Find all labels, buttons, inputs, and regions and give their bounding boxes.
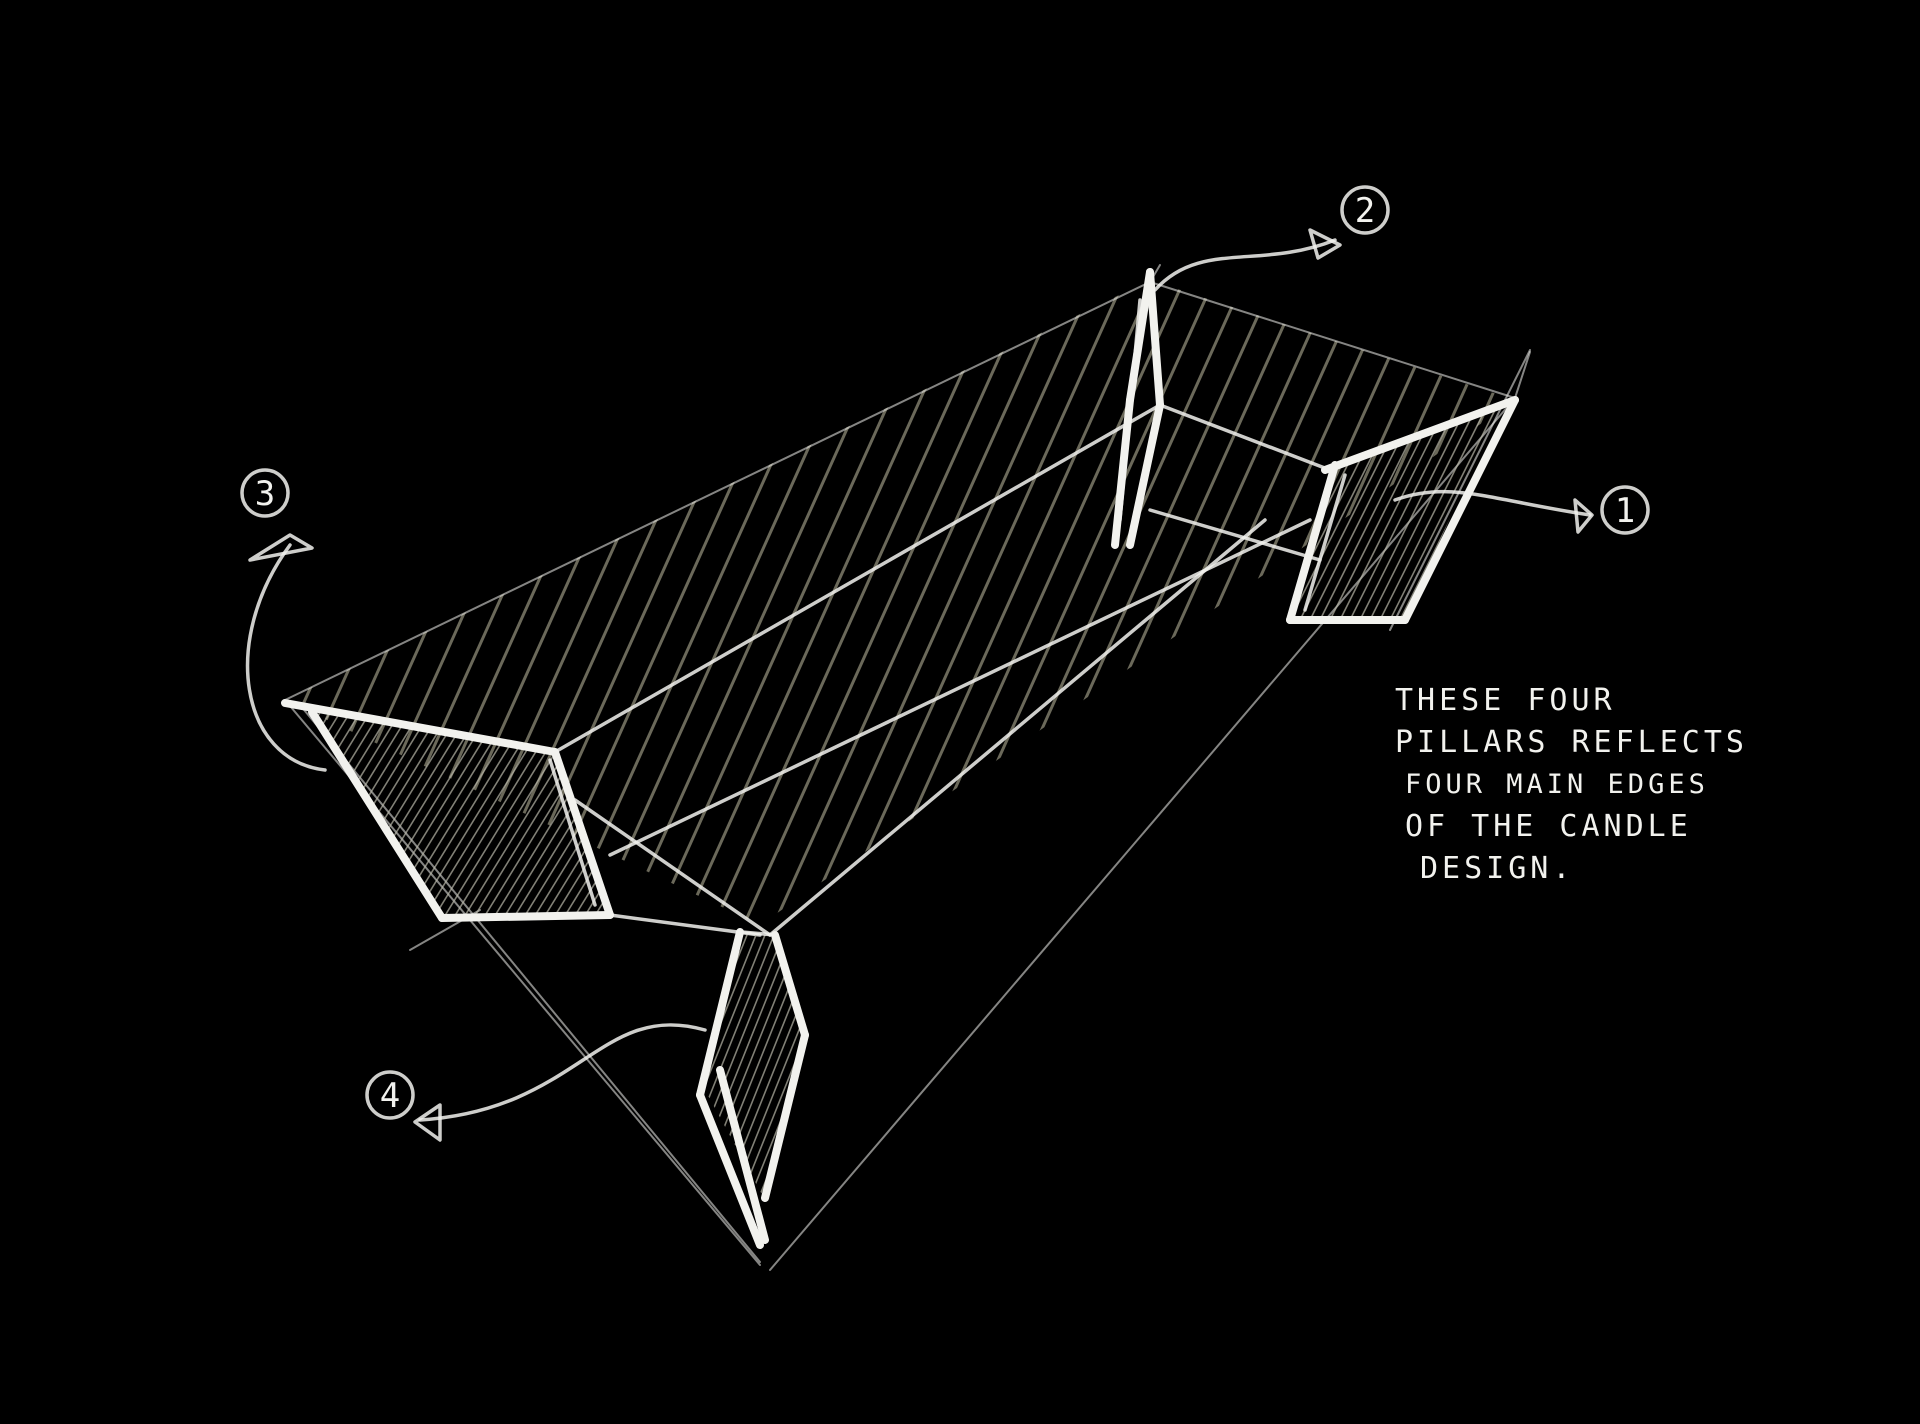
- floor-hatch-line: [618, 280, 982, 925]
- pillar-4-hatch-line: [705, 935, 790, 1200]
- floor-hatch-line: [285, 280, 352, 925]
- outer-frame-lines: [284, 264, 1531, 1271]
- pillar-3-hatch-line: [150, 680, 310, 940]
- pillar-3-hatch-line: [559, 712, 610, 918]
- floor-hatch-line: [498, 280, 862, 925]
- floor-hatch-line: [978, 280, 1342, 925]
- note-line: FOUR MAIN EDGES: [1405, 769, 1709, 800]
- svg-text:2: 2: [1355, 191, 1375, 231]
- floor-hatch-line: [648, 280, 1012, 925]
- svg-text:1: 1: [1615, 491, 1635, 531]
- floor-hatch-line: [408, 280, 772, 925]
- floor-hatch-line: [1038, 280, 1402, 925]
- floor-hatch-line: [378, 280, 742, 925]
- note-line: PILLARS REFLECTS: [1395, 725, 1748, 760]
- floor-hatch-line: [348, 280, 712, 925]
- callout-4-arrowhead: [413, 1103, 442, 1142]
- pillar-1-hatch-line: [1290, 405, 1421, 620]
- callout-markers: 1 2 3 4: [240, 185, 1650, 1120]
- floor-hatch-line: [558, 280, 922, 925]
- floor-hatch-line: [708, 280, 1072, 925]
- pillar-2: [1111, 268, 1164, 549]
- pillar-3-hatch-line: [549, 712, 610, 918]
- pillar-4-hatch-line: [705, 935, 799, 1200]
- floor-hatch-line: [468, 280, 832, 925]
- pillar-3-hatch-line: [312, 712, 321, 918]
- pillar-3-hatch-line: [312, 712, 331, 918]
- svg-text:3: 3: [255, 474, 275, 514]
- pillar-4-hatch-line: [570, 920, 690, 1220]
- callout-4-leader: [418, 1023, 707, 1122]
- floor-hatch-line: [1008, 280, 1372, 925]
- pillar-1-hatch-line: [1359, 405, 1491, 620]
- floor-hatch-line: [948, 280, 1312, 925]
- pillar-4-hatch-line: [758, 935, 805, 1200]
- pillar-1-hatch-line: [1409, 405, 1500, 620]
- floor-hatch-line: [738, 280, 1102, 925]
- callout-4: 4: [365, 1070, 415, 1120]
- floor-hatch-line: [678, 280, 1042, 925]
- pillar-1-hatch-line: [1459, 405, 1500, 620]
- callout-1: 1: [1600, 485, 1650, 535]
- callout-1-arrowhead: [1573, 498, 1594, 534]
- pillar-3-hatch-line: [312, 712, 431, 918]
- pillar-4-hatch-line: [705, 935, 709, 1200]
- pillar-3-hatch-line: [539, 712, 610, 918]
- pillar-1-hatch-line: [1530, 380, 1660, 640]
- floor-hatch-line: [285, 280, 322, 925]
- pillar-1-hatch-line: [1379, 405, 1500, 620]
- callout-arrows: [245, 228, 1594, 1142]
- floor-hatch-line: [588, 280, 952, 925]
- svg-text:4: 4: [380, 1076, 400, 1116]
- pillar-3-hatch-line: [529, 712, 610, 918]
- callout-2-arrowhead: [1308, 228, 1342, 260]
- pillar-4-hatch-line: [705, 935, 772, 1200]
- design-note: THESE FOUR PILLARS REFLECTS FOUR MAIN ED…: [1395, 680, 1795, 890]
- pillar-3-hatch-line: [319, 712, 481, 918]
- pillar-4: [570, 920, 809, 1249]
- pillar-3-hatch-line: [312, 712, 391, 918]
- pillar-1-hatch-line: [1419, 405, 1500, 620]
- pillar-4-hatch-line: [731, 935, 805, 1200]
- pillar-3-hatch-line: [312, 712, 371, 918]
- note-line: THESE FOUR: [1395, 683, 1616, 718]
- floor-hatch-line: [918, 280, 1282, 925]
- floor-hatch-line: [318, 280, 682, 925]
- floor-hatch-line: [798, 280, 1162, 925]
- note-line: OF THE CANDLE: [1405, 809, 1692, 844]
- floor-hatch-line: [858, 280, 1222, 925]
- pillar-4-hatch-line: [740, 935, 805, 1200]
- pillar-1-hatch-line: [1479, 405, 1500, 620]
- floor-hatch-line: [828, 280, 1192, 925]
- pillar-3-hatch-line: [312, 712, 381, 918]
- pillar-3-hatch-line: [569, 712, 610, 918]
- note-line: DESIGN.: [1420, 851, 1575, 886]
- pillar-3-hatch-line: [140, 680, 300, 940]
- pillar-1-hatch-line: [1369, 405, 1500, 620]
- pillar-3-hatch-line: [312, 712, 351, 918]
- pillar-3-hatch-line: [379, 712, 541, 918]
- floor-hatch-line: [285, 280, 412, 925]
- callout-1-leader: [1393, 489, 1592, 517]
- callout-2-leader: [1153, 238, 1337, 292]
- callout-3-leader: [245, 543, 327, 772]
- callout-3: 3: [240, 468, 290, 518]
- pillar-3-hatch-line: [479, 712, 610, 918]
- pillar-3-hatch-line: [312, 712, 421, 918]
- floor-hatch-line: [285, 280, 382, 925]
- floor-hatch-line: [1068, 280, 1432, 925]
- pillar-1-hatch-line: [1319, 405, 1451, 620]
- floor-hatch-line: [768, 280, 1132, 925]
- pillar-1-hatch-line: [1469, 405, 1500, 620]
- callout-3-arrowhead: [248, 533, 314, 562]
- pillar-4-hatch-line: [705, 935, 718, 1200]
- callout-2: 2: [1340, 185, 1390, 235]
- pillar-4-hatch-line: [705, 935, 763, 1200]
- pillar-3-hatch-line: [312, 712, 361, 918]
- pillar-3-hatch-line: [489, 712, 610, 918]
